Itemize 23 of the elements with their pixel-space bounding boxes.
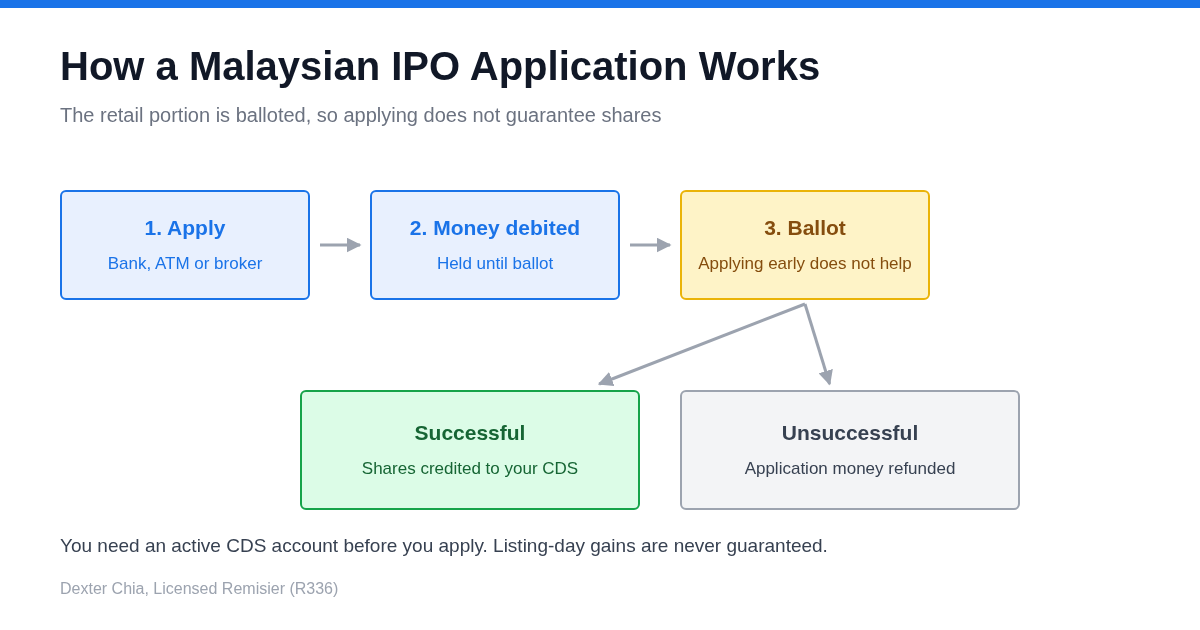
arrow xyxy=(630,237,672,253)
step-description: Held until ballot xyxy=(436,254,554,274)
step-box xyxy=(370,190,620,300)
step-heading: 2. Money debited xyxy=(409,216,581,240)
author-credit: Dexter Chia, Licensed Remisier (R336) xyxy=(60,580,339,598)
step-description: Bank, ATM or broker xyxy=(107,254,263,274)
step-description: Shares credited to your CDS xyxy=(361,459,579,479)
note: You need an active CDS account before you apply. Listing-day gains are never guaranteed. xyxy=(60,535,828,557)
step-description: Applying early does not help xyxy=(698,254,912,274)
step-box xyxy=(680,390,1020,510)
step-box xyxy=(680,190,930,300)
step-heading: 1. Apply xyxy=(144,216,226,240)
step-heading: Unsuccessful xyxy=(781,421,919,445)
step-heading: Successful xyxy=(414,421,526,445)
step-box xyxy=(60,190,310,300)
arrow xyxy=(803,303,833,386)
subtitle: The retail portion is balloted, so applying does not guarantee shares xyxy=(60,104,662,127)
step-box xyxy=(300,390,640,510)
arrow xyxy=(320,237,362,253)
step-description: Application money refunded xyxy=(744,459,956,479)
title: How a Malaysian IPO Application Works xyxy=(60,44,821,89)
step-heading: 3. Ballot xyxy=(764,216,846,240)
arrow xyxy=(597,302,806,387)
